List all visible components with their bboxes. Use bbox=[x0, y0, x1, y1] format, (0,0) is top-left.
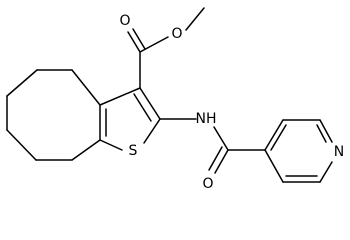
bond bbox=[208, 146, 223, 171]
bond bbox=[127, 31, 141, 53]
ester-oxygen-label: O bbox=[171, 26, 182, 42]
bond bbox=[6, 129, 37, 161]
bond bbox=[71, 139, 101, 161]
methyl-ester-group bbox=[127, 7, 205, 89]
bond bbox=[99, 139, 123, 151]
bond bbox=[132, 28, 146, 50]
amide-nh-label: NH bbox=[196, 111, 217, 127]
bond bbox=[316, 124, 327, 143]
bond bbox=[6, 69, 38, 97]
pyridine-ring bbox=[264, 119, 333, 183]
bond bbox=[319, 161, 333, 183]
bond bbox=[319, 119, 333, 143]
bond bbox=[270, 124, 287, 151]
bond bbox=[133, 93, 152, 122]
bond bbox=[264, 149, 284, 183]
bond bbox=[264, 119, 284, 151]
pyridine-nitrogen-label: N bbox=[334, 144, 344, 160]
molecule-structure-diagram: S O O NH O N bbox=[6, 7, 344, 192]
bond bbox=[213, 126, 229, 151]
thiophene-ring bbox=[99, 87, 161, 151]
amide-oxygen-label: O bbox=[202, 176, 213, 192]
bond bbox=[143, 118, 161, 144]
bond bbox=[71, 69, 101, 106]
bond bbox=[99, 87, 141, 106]
amide-linker bbox=[159, 118, 266, 174]
cyclooctane-ring bbox=[6, 69, 101, 161]
bond bbox=[185, 7, 205, 31]
sulfur-atom-label: S bbox=[129, 143, 138, 159]
bond bbox=[214, 149, 229, 174]
bond bbox=[139, 36, 169, 53]
carbonyl-oxygen-label: O bbox=[119, 13, 130, 29]
bond bbox=[139, 87, 161, 120]
